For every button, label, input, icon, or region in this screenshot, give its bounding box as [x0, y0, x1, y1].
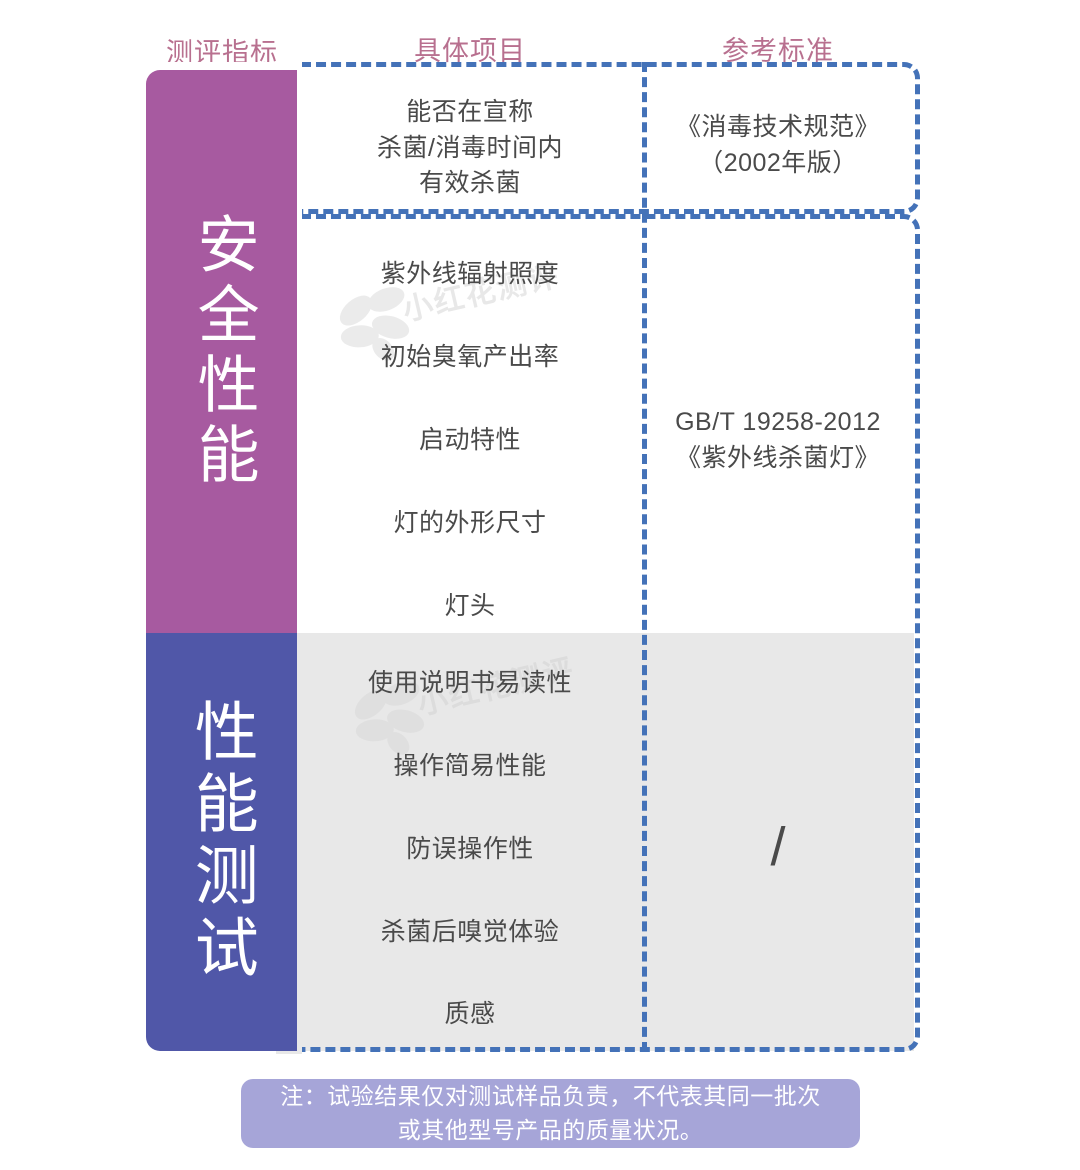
table-row-item-2: 初始臭氧产出率 — [380, 343, 560, 371]
standard-none-slash: / — [770, 817, 786, 877]
table-row-item-10: 质感 — [444, 1000, 496, 1028]
category-label-safety: 安全性能 — [187, 211, 257, 492]
table-row-item-0: 能否在宣称 杀菌/消毒时间内 有效杀菌 — [377, 98, 563, 197]
table-row-item-6: 使用说明书易读性 — [367, 669, 572, 697]
standard-disinfection-spec: 《消毒技术规范》 （2002年版） — [675, 113, 880, 177]
band-top-mask — [146, 62, 297, 70]
table-row-item-3: 启动特性 — [418, 426, 521, 454]
category-label-performance: 性能测试 — [185, 698, 258, 986]
table-row-item-8: 防误操作性 — [406, 835, 534, 863]
table-row-item-9: 杀菌后嗅觉体验 — [380, 918, 560, 946]
dashed-column-divider — [642, 62, 647, 1052]
footer-note-text: 注：试验结果仅对测试样品负责，不代表其同一批次 或其他型号产品的质量状况。 — [280, 1083, 821, 1143]
table-row-item-4: 灯的外形尺寸 — [393, 509, 547, 537]
category-band-safety: 安全性能 — [146, 70, 297, 633]
table-row-item-5: 灯头 — [444, 592, 496, 620]
footer-note: 注：试验结果仅对测试样品负责，不代表其同一批次 或其他型号产品的质量状况。 — [241, 1079, 860, 1148]
standard-uv-lamp-gbt: GB/T 19258-2012 《紫外线杀菌灯》 — [675, 408, 881, 472]
table-row-item-7: 操作简易性能 — [393, 752, 547, 780]
column-header-standard: 参考标准 — [722, 36, 834, 66]
category-band-performance: 性能测试 — [146, 633, 297, 1051]
table-row-item-1: 紫外线辐射照度 — [380, 260, 560, 288]
safety-section-background — [297, 70, 914, 633]
column-header-item: 具体项目 — [414, 36, 526, 66]
